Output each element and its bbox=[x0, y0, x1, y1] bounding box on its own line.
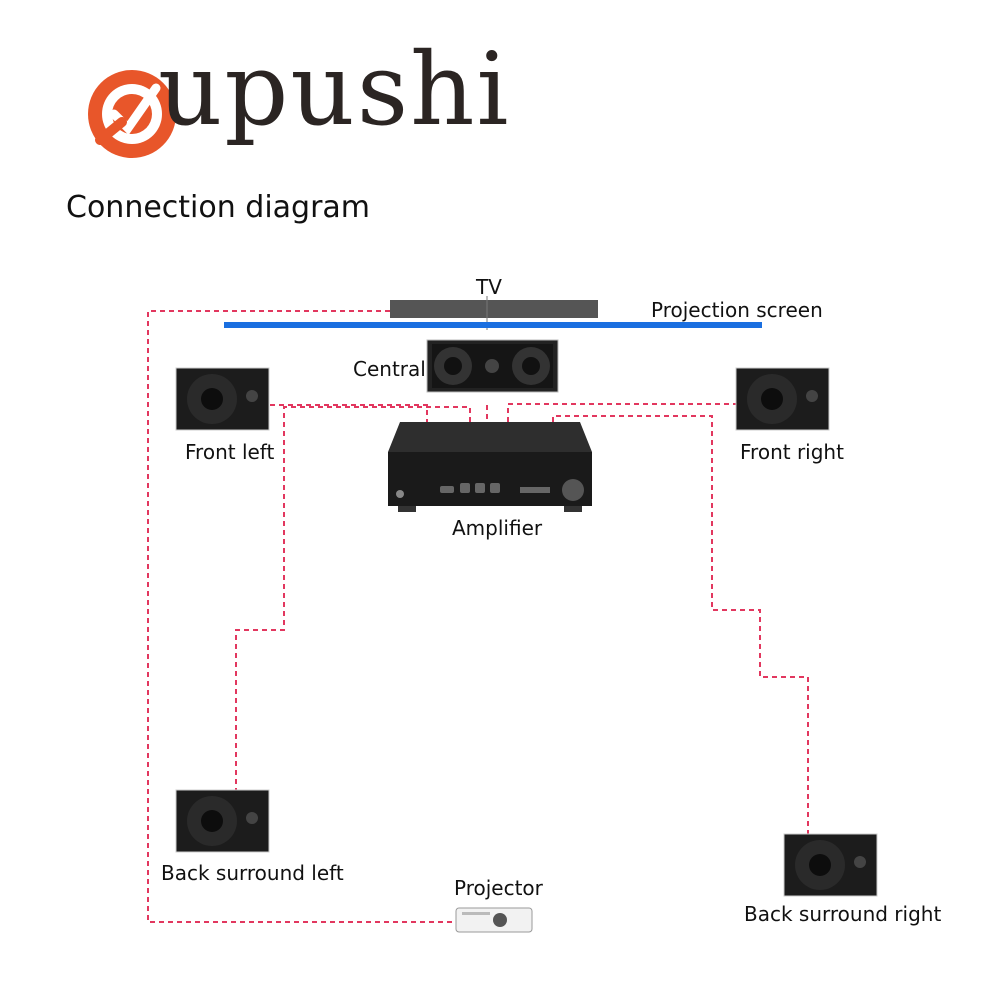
projection-screen-bar bbox=[224, 322, 762, 328]
amplifier-icon bbox=[388, 422, 592, 512]
label-amplifier: Amplifier bbox=[452, 516, 543, 540]
wire-group bbox=[147, 310, 809, 923]
projector-icon bbox=[455, 907, 533, 933]
label-projector: Projector bbox=[454, 876, 543, 900]
label-tv: TV bbox=[476, 275, 502, 299]
wire-back-right bbox=[552, 415, 809, 835]
back-left-speaker-icon bbox=[175, 789, 270, 853]
label-back-surround-right: Back surround right bbox=[744, 902, 942, 926]
label-central: Central bbox=[353, 357, 426, 381]
front-right-speaker-icon bbox=[735, 367, 830, 431]
brand-name: upushi bbox=[158, 31, 511, 148]
label-back-surround-left: Back surround left bbox=[161, 861, 344, 885]
label-front-left: Front left bbox=[185, 440, 275, 464]
wire-tv-projector bbox=[147, 310, 455, 923]
tv-shape bbox=[390, 300, 598, 318]
wire-front-right bbox=[507, 403, 738, 422]
label-projection-screen: Projection screen bbox=[651, 298, 823, 322]
center-speaker-icon bbox=[426, 339, 559, 393]
upushi-logo-icon bbox=[88, 70, 176, 158]
page-title: Connection diagram bbox=[66, 190, 371, 225]
front-left-speaker-icon bbox=[175, 367, 270, 431]
wire-back-left bbox=[235, 406, 471, 790]
wire-front-left bbox=[270, 404, 428, 422]
back-right-speaker-icon bbox=[783, 833, 878, 897]
label-front-right: Front right bbox=[740, 440, 844, 464]
